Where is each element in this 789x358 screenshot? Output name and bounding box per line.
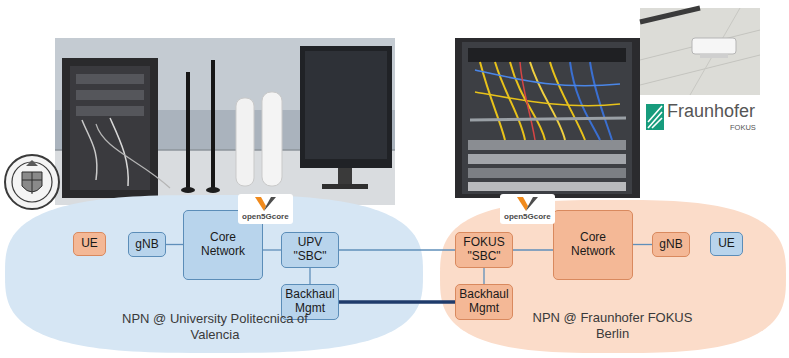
lab-photo: [55, 38, 395, 205]
rack-photo: [455, 38, 640, 198]
ceiling-photo: [640, 8, 760, 95]
box-label: UE: [718, 237, 735, 251]
region-caption: NPN @ University Politecnica of Valencia: [115, 311, 315, 344]
logo-icon: [253, 196, 277, 212]
logo-mark: [526, 197, 538, 211]
logo-mark: [517, 197, 528, 211]
region-shape: [440, 200, 786, 353]
network-box: gNB: [128, 232, 166, 257]
logo-text-holder: FOKUS: [730, 124, 756, 133]
network-box: Backhaul Mgmt: [455, 284, 513, 320]
box-label: Backhaul Mgmt: [459, 288, 509, 316]
region-caption-box: NPN @ University Politecnica of Valencia: [115, 311, 315, 344]
box-label: Core Network: [560, 231, 626, 259]
network-region: NPN @ Fraunhofer FOKUS Berlin FOKUS "SBC"…: [440, 200, 786, 353]
network-box: Backhaul Mgmt: [281, 284, 339, 320]
network-region: NPN @ University Politecnica of Valencia…: [5, 195, 423, 353]
logo-badge: open5Gcore: [238, 194, 293, 224]
network-box: gNB: [652, 232, 690, 257]
network-box: UPV "SBC": [281, 232, 339, 268]
box-label: gNB: [135, 238, 158, 252]
logo-text: open5Gcore: [504, 212, 551, 221]
logo-mark: [255, 197, 266, 211]
region-caption: NPN @ Fraunhofer FOKUS Berlin: [520, 310, 705, 343]
logo-text: open5Gcore: [242, 212, 289, 221]
university-seal: [5, 155, 59, 209]
logo-badge: open5Gcore: [500, 194, 555, 224]
network-box: FOKUS "SBC": [455, 232, 513, 268]
logo-text: FOKUS: [730, 124, 756, 133]
box-label: UE: [81, 237, 98, 251]
fraunhofer-icon: [646, 104, 664, 130]
logo-mark: [264, 197, 276, 211]
logo-icon: [515, 196, 539, 212]
box-label: UPV "SBC": [285, 236, 335, 264]
box-label: gNB: [659, 238, 682, 252]
logo-text-holder: Fraunhofer: [667, 101, 755, 122]
region-shape: [5, 195, 423, 353]
network-box: UE: [710, 232, 743, 256]
logo-text: Fraunhofer: [667, 101, 755, 122]
network-box: Core Network: [553, 210, 633, 280]
box-label: FOKUS "SBC": [459, 236, 509, 264]
region-caption-box: NPN @ Fraunhofer FOKUS Berlin: [520, 310, 705, 343]
box-label: Backhaul Mgmt: [285, 288, 335, 316]
network-box: UE: [73, 232, 106, 256]
box-label: Core Network: [190, 231, 256, 259]
